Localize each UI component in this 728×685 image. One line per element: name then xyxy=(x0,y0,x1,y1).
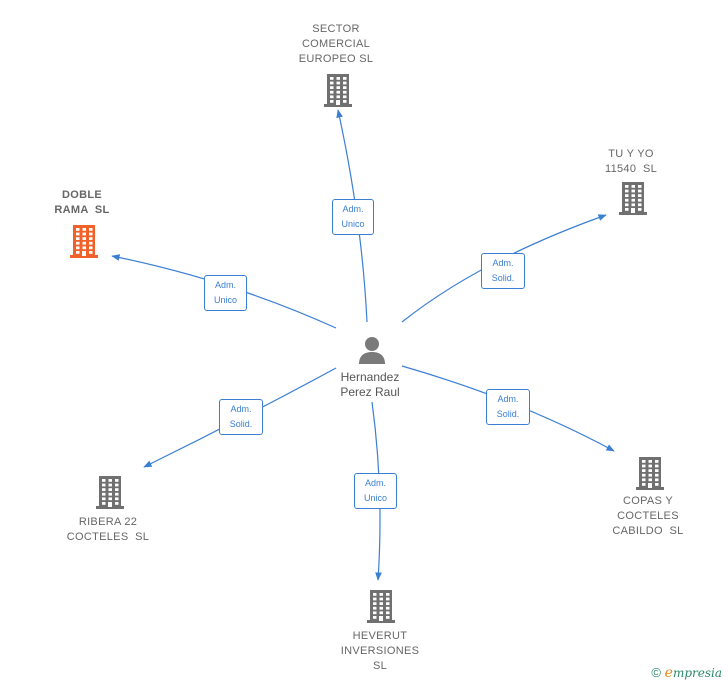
company-name[interactable]: TU Y YO 11540 SL xyxy=(604,148,658,175)
building-icon[interactable] xyxy=(618,180,648,216)
edge-label-doble: Adm. Unico xyxy=(204,275,247,311)
person-name[interactable]: Hernandez Perez Raul xyxy=(340,370,400,399)
edge-label-tuyyo: Adm. Solid. xyxy=(481,253,525,289)
company-name[interactable]: RIBERA 22 COCTELES SL xyxy=(66,516,150,543)
building-icon[interactable] xyxy=(366,588,396,624)
brand-logo[interactable]: empresia xyxy=(664,665,722,681)
company-name[interactable]: HEVERUT INVERSIONES SL xyxy=(340,630,420,672)
edge-label-ribera: Adm. Solid. xyxy=(219,399,263,435)
building-icon[interactable] xyxy=(635,455,665,491)
building-icon[interactable] xyxy=(323,72,353,108)
brand-logo-rest: mpresia xyxy=(672,666,722,680)
edge-label-copas: Adm. Solid. xyxy=(486,389,530,425)
company-name[interactable]: DOBLE RAMA SL xyxy=(54,189,110,216)
brand-logo-first: e xyxy=(664,665,673,681)
building-icon[interactable] xyxy=(95,474,125,510)
company-name[interactable]: COPAS Y COCTELES CABILDO SL xyxy=(612,495,684,537)
building-icon[interactable] xyxy=(69,223,99,259)
edge-label-heverut: Adm. Unico xyxy=(354,473,397,509)
copyright-symbol: © xyxy=(651,665,662,680)
company-name[interactable]: SECTOR COMERCIAL EUROPEO SL xyxy=(298,23,374,65)
edge-label-sector: Adm. Unico xyxy=(332,199,374,235)
person-icon[interactable] xyxy=(357,335,387,365)
brand-footer: © empresia xyxy=(651,665,722,681)
